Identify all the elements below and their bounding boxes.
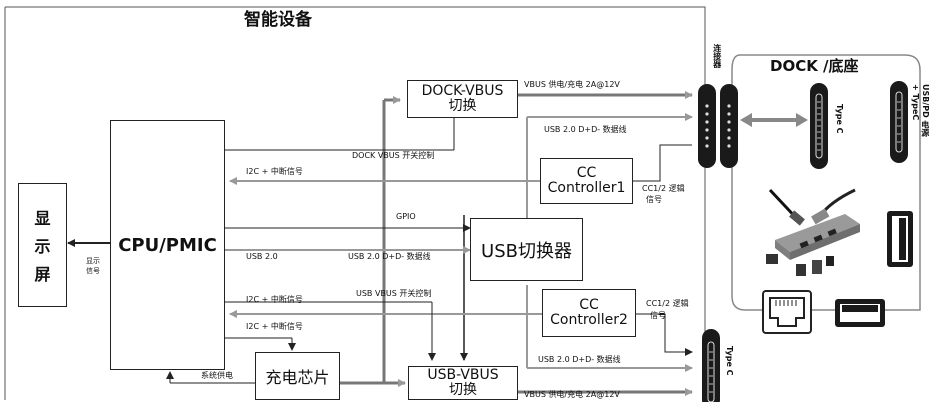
type-c-port-icon xyxy=(702,329,720,402)
display-signal-label-line2: 信号 xyxy=(86,267,100,275)
cc1-logic-label-line2: 信号 xyxy=(646,195,662,204)
usb-a-port-icon xyxy=(887,211,913,267)
display-box: 显 示 屏 xyxy=(18,183,67,307)
display-signal-label-line1: 显示 xyxy=(86,257,100,265)
display-char-1: 显 xyxy=(34,209,51,228)
usb-hub-product-icon xyxy=(766,188,860,276)
dock-title: DOCK /底座 xyxy=(770,57,859,75)
type-c-dock-label: Type C xyxy=(834,104,844,134)
vbus-top-label: VBUS 供电/充电 2A@12V xyxy=(524,80,620,89)
usb-pd-label-line2: + TypeC xyxy=(910,84,920,121)
usb20-dd-mid-label: USB 2.0 D+D- 数据线 xyxy=(348,252,431,261)
cc-controller1-box: CC Controller1 xyxy=(540,158,633,204)
cc1-line2: Controller1 xyxy=(547,180,626,196)
i2c-int-label-1: I2C + 中断信号 xyxy=(246,167,303,176)
usb-a-port-icon xyxy=(835,299,885,327)
usb-switch-label: USB切换器 xyxy=(481,240,572,262)
i2c-int-label-3: I2C + 中断信号 xyxy=(246,322,303,331)
system-power-label: 系统供电 xyxy=(201,371,233,380)
dock-vbus-line2: 切换 xyxy=(448,98,477,114)
cc1-logic-label-line1: CC1/2 逻辑 xyxy=(642,184,685,193)
display-char-3: 屏 xyxy=(34,265,51,284)
cc2-logic-label-line1: CC1/2 逻辑 xyxy=(646,299,689,308)
connector-label: 连接器 xyxy=(712,44,722,68)
cpu-pmic-box: CPU/PMIC xyxy=(110,120,225,370)
usb-vbus-line2: 切换 xyxy=(449,382,477,398)
type-c-bottom-label: Type C xyxy=(724,346,734,376)
dock-vbus-ctrl-label: DOCK VBUS 开关控制 xyxy=(352,151,435,160)
cc2-logic-label-line2: 信号 xyxy=(650,311,666,320)
usb-vbus-switch-box: USB-VBUS 切换 xyxy=(408,366,518,400)
cc-controller2-box: CC Controller2 xyxy=(542,289,636,337)
dock-vbus-line1: DOCK-VBUS xyxy=(421,83,504,100)
charger-chip-label: 充电芯片 xyxy=(265,368,330,387)
cc1-line1: CC xyxy=(576,164,597,181)
charger-chip-box: 充电芯片 xyxy=(255,352,340,400)
type-c-port-icon xyxy=(810,83,828,169)
usb20-dd-top-label: USB 2.0 D+D- 数据线 xyxy=(544,125,627,134)
usb-vbus-ctrl-label: USB VBUS 开关控制 xyxy=(356,289,432,298)
gpio-label: GPIO xyxy=(396,212,416,221)
usb-vbus-line1: USB-VBUS xyxy=(427,367,499,384)
type-c-port-icon xyxy=(890,81,908,163)
vbus-bottom-label: VBUS 供电/充电 2A@12V xyxy=(524,390,620,399)
ethernet-port-icon xyxy=(762,290,812,334)
cc2-line1: CC xyxy=(579,296,599,313)
device-title: 智能设备 xyxy=(244,10,312,30)
cc2-line2: Controller2 xyxy=(550,312,628,328)
usb-pd-label-line1: USB/PD 电源 xyxy=(920,84,930,137)
i2c-int-label-2: I2C + 中断信号 xyxy=(246,295,303,304)
pogo-connector-icon xyxy=(698,84,738,168)
usb20-label: USB 2.0 xyxy=(246,252,278,261)
usb-switch-box: USB切换器 xyxy=(470,218,583,281)
dock-vbus-switch-box: DOCK-VBUS 切换 xyxy=(407,80,518,118)
cpu-pmic-label: CPU/PMIC xyxy=(118,234,217,256)
usb20-dd-bottom-label: USB 2.0 D+D- 数据线 xyxy=(538,355,621,364)
display-char-2: 示 xyxy=(34,237,51,256)
